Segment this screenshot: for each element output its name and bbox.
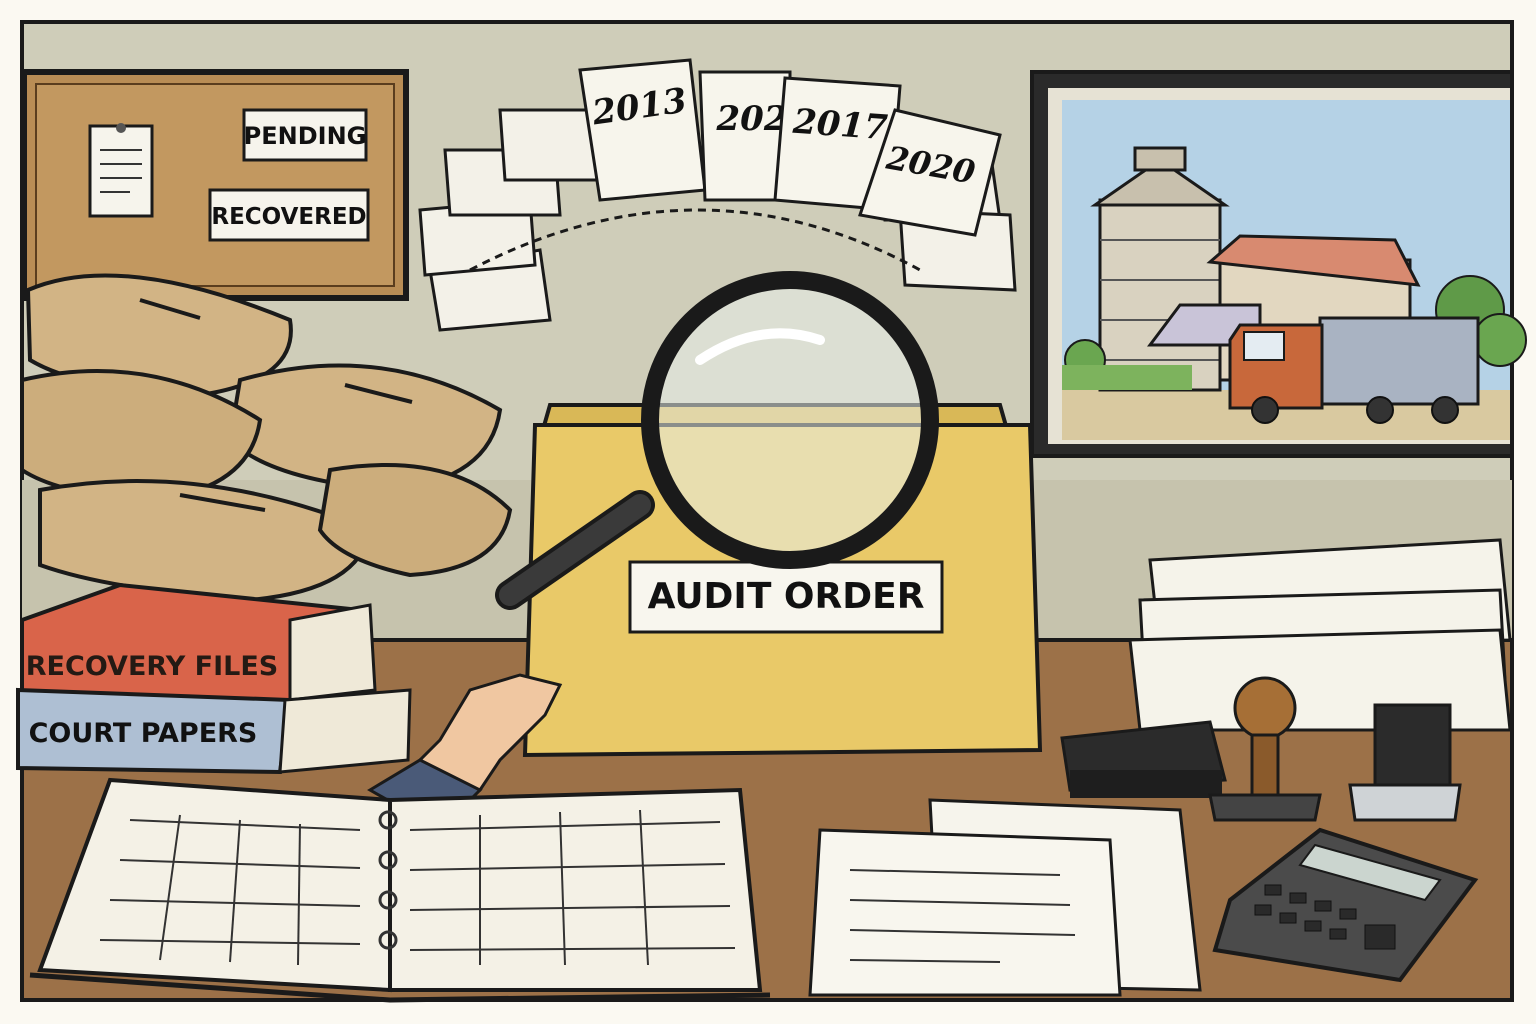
ink-pad	[1060, 720, 1227, 798]
framed-picture	[1030, 70, 1527, 458]
book-stack: RECOVERY FILES COURT PAPERS	[16, 582, 412, 775]
loose-papers	[808, 798, 1202, 997]
recovered-tag: RECOVERED	[208, 188, 370, 242]
pending-tag-text: PENDING	[244, 122, 367, 150]
recovery-files-book: RECOVERY FILES	[20, 582, 377, 702]
court-papers-spine-text: COURT PAPERS	[29, 718, 258, 749]
ledger-left-grid	[99, 814, 361, 966]
recovery-files-spine-text: RECOVERY FILES	[26, 651, 278, 682]
self-inking-stamp	[1348, 703, 1462, 822]
recovered-tag-text: RECOVERED	[211, 204, 366, 230]
truck	[1228, 316, 1480, 424]
calculator-icon	[1212, 827, 1479, 983]
magnifying-glass-icon	[495, 271, 939, 610]
court-papers-book: COURT PAPERS	[16, 687, 412, 775]
rubber-stamp	[1208, 676, 1322, 822]
cork-board: PENDING RECOVERED	[21, 69, 409, 301]
grain-sacks	[20, 273, 513, 603]
grain-silo	[1090, 146, 1230, 392]
ledger-right-grid	[409, 809, 736, 966]
calendar-page-202-text: 202	[716, 99, 788, 139]
calendar-pages: 2013 202 2017 2020	[578, 58, 1002, 237]
calendar-page-202: 202	[698, 70, 792, 202]
pinned-note	[88, 123, 154, 218]
calendar-page-2013: 2013	[578, 58, 707, 202]
paper-stack	[1128, 538, 1512, 732]
calendar-page-2017-text: 2017	[791, 102, 890, 149]
open-ledger	[29, 777, 771, 1003]
folder-label-text: AUDIT ORDER	[648, 576, 925, 617]
pending-tag: PENDING	[242, 108, 368, 162]
calendar-page-2020: 2020	[858, 108, 1002, 237]
ledger-rings	[378, 810, 398, 950]
